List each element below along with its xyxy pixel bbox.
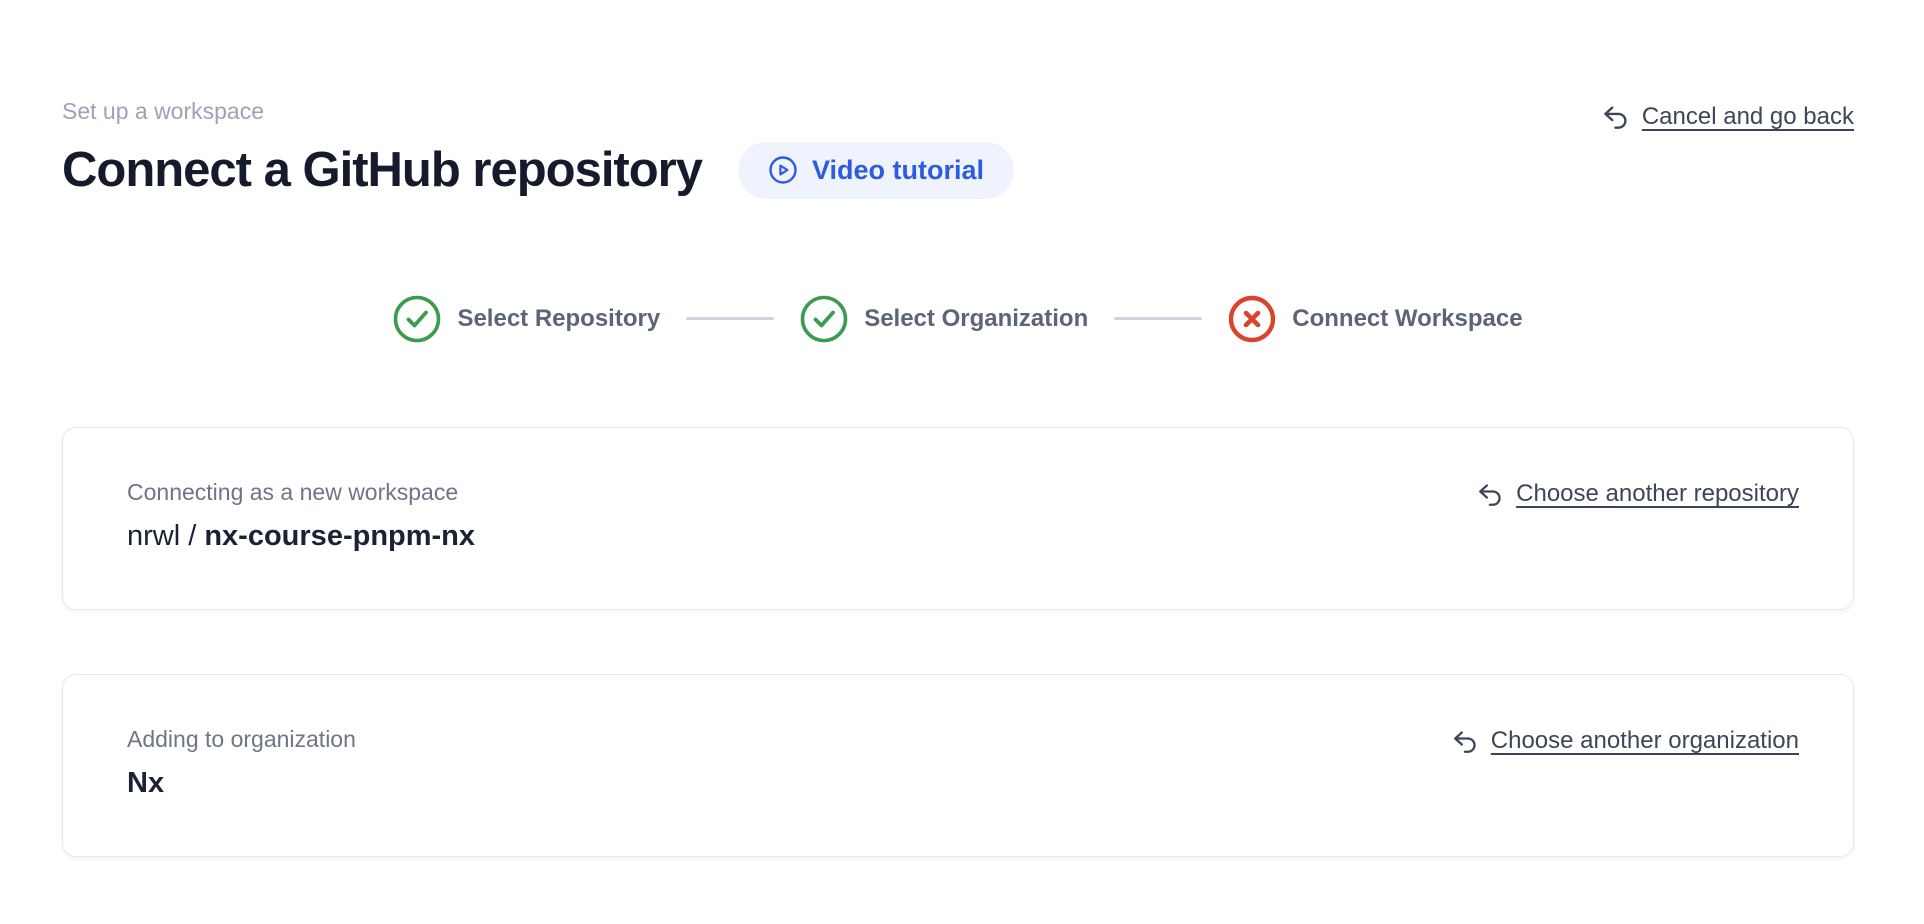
undo-arrow-icon [1601,102,1631,132]
setup-eyebrow: Set up a workspace [62,98,265,124]
organization-name: Nx [127,766,356,801]
organization-name-text: Nx [127,767,165,800]
repository-org: nrwl [127,520,181,553]
repository-card: Connecting as a new workspace nrwl / nx-… [62,426,1854,610]
page-title: Connect a GitHub repository [62,142,703,197]
setup-workspace-page: Set up a workspace Connect a GitHub repo… [62,98,1854,857]
step-select-repository: Select Repository [393,295,660,343]
step-connector [1114,317,1203,321]
check-circle-icon [800,295,848,343]
step-label: Select Organization [864,304,1089,332]
repository-name: nrwl / nx-course-pnpm-nx [127,519,475,554]
title-row: Connect a GitHub repository Video tutori… [62,141,1015,199]
video-tutorial-button[interactable]: Video tutorial [738,141,1015,199]
repository-card-label: Connecting as a new workspace [127,478,459,505]
play-circle-icon [768,155,798,185]
step-select-organization: Select Organization [800,295,1088,343]
undo-arrow-icon [1476,480,1505,509]
cancel-link-label: Cancel and go back [1641,103,1854,130]
organization-card: Adding to organization Nx Choose another… [62,673,1854,857]
step-connect-workspace: Connect Workspace [1228,295,1523,343]
undo-arrow-icon [1451,727,1480,756]
video-tutorial-label: Video tutorial [812,154,985,185]
cancel-and-go-back-link[interactable]: Cancel and go back [1601,102,1854,132]
repository-slug: nx-course-pnpm-nx [204,520,476,553]
step-connector [686,317,775,321]
choose-another-organization-link[interactable]: Choose another organization [1451,727,1799,756]
step-label: Select Repository [457,304,661,332]
choose-another-repository-label: Choose another repository [1516,480,1799,508]
x-circle-icon [1228,295,1276,343]
stepper: Select Repository Select Organization Co… [62,295,1854,343]
page-header: Set up a workspace Connect a GitHub repo… [62,98,1854,199]
organization-card-label: Adding to organization [127,725,356,752]
choose-another-organization-label: Choose another organization [1490,727,1799,755]
repository-separator: / [180,520,205,553]
header-left: Set up a workspace Connect a GitHub repo… [62,98,1015,199]
choose-another-repository-link[interactable]: Choose another repository [1476,480,1799,509]
organization-card-info: Adding to organization Nx [127,725,356,802]
step-label: Connect Workspace [1292,304,1523,332]
check-circle-icon [393,295,441,343]
repository-card-info: Connecting as a new workspace nrwl / nx-… [127,478,475,555]
